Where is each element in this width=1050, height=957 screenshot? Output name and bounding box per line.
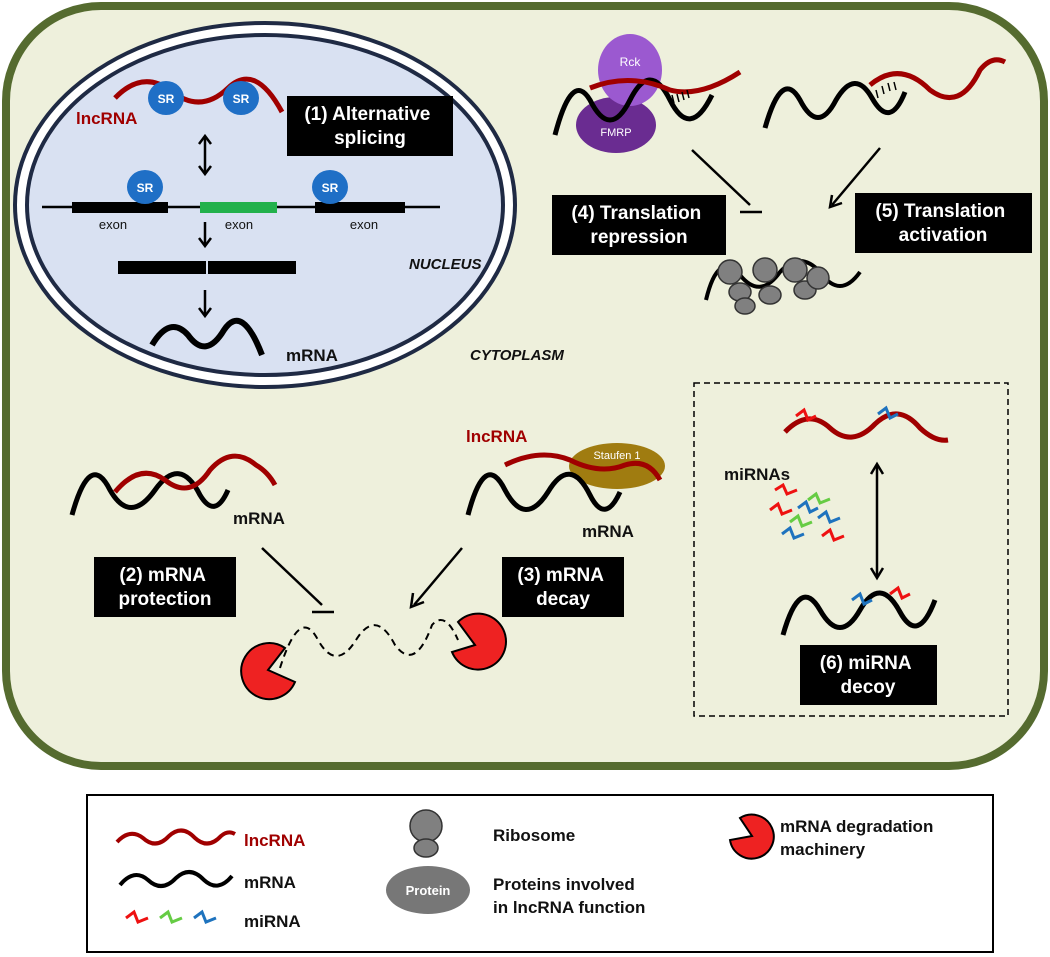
double-arrow-icon	[869, 461, 885, 581]
free-mirnas	[769, 482, 845, 542]
legend-degradation-label: machinery	[780, 840, 866, 859]
process-label-decay: (3) mRNA decay	[517, 565, 608, 610]
base-pairing	[671, 89, 690, 104]
repressed-mrna	[552, 77, 715, 136]
sr-protein: SR	[148, 81, 184, 115]
degradation-machinery-icon	[240, 642, 297, 701]
svg-text:SR: SR	[322, 181, 339, 195]
svg-text:SR: SR	[158, 92, 175, 106]
lncrna-strand	[868, 57, 1007, 101]
legend-lncrna-icon	[115, 828, 236, 846]
mirna-bound	[851, 591, 873, 607]
mrna-label: mRNA	[233, 509, 285, 528]
legend-protein-icon	[386, 866, 470, 914]
target-mrna	[780, 590, 938, 636]
lncrna-strand	[589, 69, 742, 95]
sr-protein: SR	[223, 81, 259, 115]
process-box-5	[855, 193, 1032, 253]
lncrna-strand	[503, 452, 663, 482]
double-arrow-icon	[198, 133, 212, 177]
legend-box	[86, 794, 994, 953]
lncrna-strand	[783, 411, 949, 443]
legend-mirna-icon	[125, 909, 217, 924]
legend-mirna-label: miRNA	[244, 912, 301, 931]
legend-lncrna-label: lncRNA	[244, 831, 305, 850]
exon-label: exon	[350, 217, 378, 232]
process-label-alt-splicing: (1) Alternative splicing	[304, 104, 435, 149]
degradation-machinery-icon	[450, 612, 507, 671]
arrow-icon	[409, 547, 463, 609]
process-box-4	[552, 195, 726, 255]
arrow-down-icon	[198, 290, 212, 319]
legend-protein-desc: Proteins involved	[493, 875, 635, 894]
legend-ribosome-label: Ribosome	[493, 826, 575, 845]
arrow-icon	[828, 147, 881, 209]
sr-protein: SR	[127, 170, 163, 204]
legend-mrna-label: mRNA	[244, 873, 296, 892]
base-pairing	[875, 81, 897, 99]
mrna-label: mRNA	[286, 346, 338, 365]
process-label-repression: (4) Translation repression	[571, 203, 706, 248]
protected-mrna	[69, 471, 231, 516]
sr-protein: SR	[312, 170, 348, 204]
legend-ribosome-icon	[409, 809, 443, 858]
mature-mrna	[149, 317, 265, 357]
process-label-decoy: (6) miRNA decoy	[820, 653, 916, 698]
mrna-label: mRNA	[582, 522, 634, 541]
process-box-2	[94, 557, 236, 617]
exon-alternative	[200, 202, 277, 213]
mirna-bound	[795, 407, 817, 423]
lncrna-strand	[113, 76, 285, 114]
ribosome-icon	[717, 257, 830, 315]
mirnas-label: miRNAs	[724, 465, 790, 484]
mirna-bound	[889, 585, 911, 601]
lncrna-strand	[113, 453, 278, 494]
decaying-mrna	[465, 471, 623, 516]
lncrna-label: lncRNA	[76, 109, 137, 128]
process-box-6	[800, 645, 937, 705]
legend-degradation-icon	[728, 813, 775, 860]
spliced-transcript	[208, 261, 296, 274]
spliced-transcript	[118, 261, 206, 274]
process-box-3	[502, 557, 624, 617]
arrow-down-icon	[198, 222, 212, 249]
mirna-decoy-panel	[693, 382, 1009, 717]
svg-text:SR: SR	[233, 92, 250, 106]
fmrp-label: FMRP	[600, 127, 631, 139]
legend-protein-desc: in lncRNA function	[493, 898, 645, 917]
activated-mrna	[762, 81, 908, 129]
cytoplasm-label: CYTOPLASM	[470, 347, 564, 364]
inhibition-icon	[261, 547, 334, 614]
legend-protein-shape-label: Protein	[406, 883, 451, 898]
process-label-activation: (5) Translation activation	[875, 201, 1010, 246]
svg-text:SR: SR	[137, 181, 154, 195]
nucleus-label: NUCLEUS	[409, 256, 482, 273]
degraded-mrna	[279, 619, 459, 669]
rck-label: Rck	[620, 55, 642, 69]
exon-label: exon	[225, 217, 253, 232]
rck-protein	[598, 34, 662, 106]
legend-mrna-icon	[118, 870, 234, 888]
process-box-1	[287, 96, 453, 156]
lncrna-label: lncRNA	[466, 427, 527, 446]
inhibition-icon	[691, 149, 762, 214]
exon-label: exon	[99, 217, 127, 232]
mirna-bound	[877, 405, 899, 421]
fmrp-protein	[576, 97, 656, 153]
staufen-label: Staufen 1	[593, 450, 640, 462]
exon-3	[315, 202, 405, 213]
legend-degradation-label: mRNA degradation	[780, 817, 933, 836]
process-label-protection: (2) mRNA protection	[119, 565, 212, 610]
exon-1	[72, 202, 168, 213]
